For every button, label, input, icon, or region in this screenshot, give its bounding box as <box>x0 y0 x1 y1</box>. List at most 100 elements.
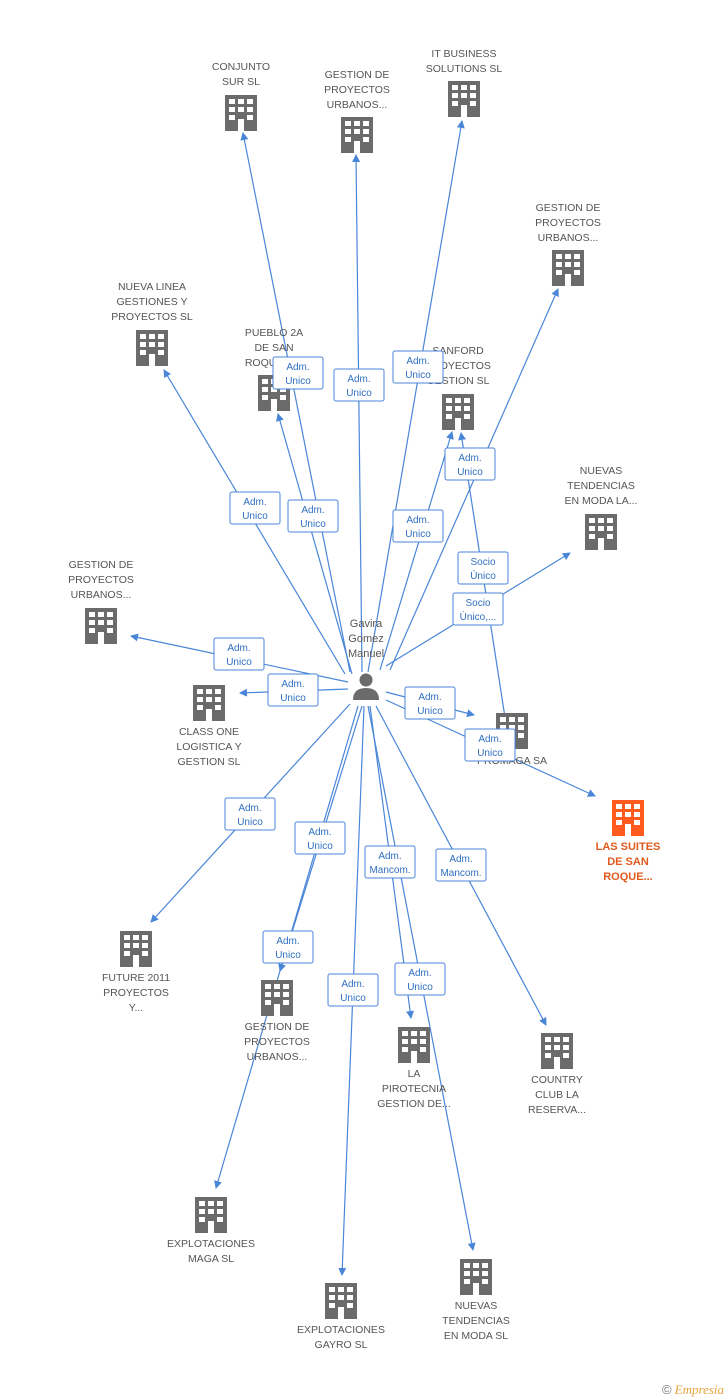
edge-label-n16[interactable]: Adm.Mancom. <box>435 848 487 882</box>
edge-label-n7-box[interactable] <box>392 509 444 543</box>
edge-label-n16-text: Mancom. <box>440 868 481 879</box>
building-icon[interactable] <box>442 394 474 430</box>
edge-label-n15-box[interactable] <box>394 962 446 996</box>
edge-label-n10-text: Adm. <box>281 679 304 690</box>
building-icon[interactable] <box>325 1283 357 1319</box>
edge-label-n14-box[interactable] <box>294 821 346 855</box>
edge-label-n1-box[interactable] <box>272 356 324 390</box>
building-icon[interactable] <box>225 95 257 131</box>
company-name-line: EN MODA LA... <box>565 495 638 507</box>
edge-label-n17-box[interactable] <box>262 930 314 964</box>
edge-label-n11-n7-box[interactable] <box>457 551 509 585</box>
edge-label-n5-box[interactable] <box>229 491 281 525</box>
building-icon[interactable] <box>261 980 293 1016</box>
company-node-n9[interactable]: GESTION DEPROYECTOSURBANOS... <box>68 559 134 644</box>
company-name-line: GAYRO SL <box>315 1339 368 1351</box>
company-node-n14[interactable]: GESTION DEPROYECTOSURBANOS... <box>244 980 310 1063</box>
edge-to-n3 <box>367 120 465 673</box>
building-icon[interactable] <box>460 1259 492 1295</box>
brand-name[interactable]: Empresia <box>674 1382 724 1397</box>
building-icon[interactable] <box>136 330 168 366</box>
building-icon[interactable] <box>585 514 617 550</box>
edge-label-n3-box[interactable] <box>392 350 444 384</box>
edge-label-n15-text: Unico <box>407 982 433 993</box>
edge-label-n19-box[interactable] <box>364 845 416 879</box>
edge-label-n18-text: Unico <box>340 993 366 1004</box>
company-name-line: DE SAN <box>254 342 293 354</box>
company-name-line: EXPLOTACIONES <box>167 1238 255 1250</box>
edge-label-n14[interactable]: Adm.Unico <box>294 821 346 855</box>
company-name-line: EXPLOTACIONES <box>297 1324 385 1336</box>
edge-label-n11-box[interactable] <box>404 686 456 720</box>
edge-label-n4[interactable]: Adm.Unico <box>444 447 496 481</box>
edge-label-n6[interactable]: Adm.Unico <box>287 499 339 533</box>
building-icon[interactable] <box>85 608 117 644</box>
company-name-line: PROYECTOS <box>244 1036 310 1048</box>
company-node-n4[interactable]: GESTION DEPROYECTOSURBANOS... <box>535 202 601 286</box>
company-name-line: COUNTRY <box>531 1074 583 1086</box>
edge-label-n3[interactable]: Adm.Unico <box>392 350 444 384</box>
building-icon[interactable] <box>341 117 373 153</box>
edge-label-n6-text: Unico <box>300 519 326 530</box>
edge-label-n19[interactable]: Adm.Mancom. <box>364 845 416 879</box>
edge-label-n8-text: Socio <box>465 598 490 609</box>
edge-label-n7[interactable]: Adm.Unico <box>392 509 444 543</box>
edge-label-n8-box[interactable] <box>452 592 504 626</box>
edge-label-n8[interactable]: SocioÚnico,... <box>452 592 504 626</box>
edge-label-n9-text: Unico <box>226 657 252 668</box>
company-name-line: PROYECTOS <box>535 217 601 229</box>
edge-label-n4-box[interactable] <box>444 447 496 481</box>
edge-label-n18-box[interactable] <box>327 973 379 1007</box>
company-node-n18[interactable]: EXPLOTACIONES GAYRO SL <box>297 1283 385 1351</box>
edge-label-n9[interactable]: Adm.Unico <box>213 637 265 671</box>
building-icon[interactable] <box>612 800 644 836</box>
edge-label-n13-box[interactable] <box>224 797 276 831</box>
building-icon[interactable] <box>552 250 584 286</box>
edge-to-n7 <box>379 431 454 671</box>
edge-label-n13-text: Adm. <box>238 803 261 814</box>
person-icon[interactable] <box>353 673 379 701</box>
building-icon[interactable] <box>193 685 225 721</box>
edge-label-n18[interactable]: Adm. Unico <box>327 973 379 1007</box>
edge-label-n19-text: Adm. <box>378 851 401 862</box>
edge-label-n9-box[interactable] <box>213 637 265 671</box>
edge-label-n16-box[interactable] <box>435 848 487 882</box>
company-node-n2[interactable]: GESTION DEPROYECTOSURBANOS... <box>324 69 390 153</box>
edge-label-n12[interactable]: Adm.Unico <box>464 728 516 762</box>
edge-label-n2-box[interactable] <box>333 368 385 402</box>
company-node-n13[interactable]: FUTURE 2011PROYECTOSY... <box>102 931 170 1014</box>
edge-label-n18-text: Adm. <box>341 979 364 990</box>
building-icon[interactable] <box>120 931 152 967</box>
edge-label-n5[interactable]: Adm.Unico <box>229 491 281 525</box>
building-icon[interactable] <box>195 1197 227 1233</box>
edge-label-n11[interactable]: Adm.Unico <box>404 686 456 720</box>
edge-label-n10[interactable]: Adm.Unico <box>267 673 319 707</box>
edge-label-n17[interactable]: Adm.Unico <box>262 930 314 964</box>
company-name-line: URBANOS... <box>327 99 388 111</box>
company-name-line: LOGISTICA Y <box>176 741 241 753</box>
edge-label-n1-text: Unico <box>285 376 311 387</box>
edge-label-n6-box[interactable] <box>287 499 339 533</box>
edge-label-n10-box[interactable] <box>267 673 319 707</box>
building-icon[interactable] <box>448 81 480 117</box>
building-icon[interactable] <box>541 1033 573 1069</box>
edge-label-n13[interactable]: Adm.Unico <box>224 797 276 831</box>
edge-label-n2[interactable]: Adm.Unico <box>333 368 385 402</box>
building-icon[interactable] <box>398 1027 430 1063</box>
company-name-line: GESTION DE... <box>377 1098 451 1110</box>
edge-label-n12-box[interactable] <box>464 728 516 762</box>
edge-label-n1[interactable]: Adm.Unico <box>272 356 324 390</box>
edge-label-n15[interactable]: Adm.Unico <box>394 962 446 996</box>
